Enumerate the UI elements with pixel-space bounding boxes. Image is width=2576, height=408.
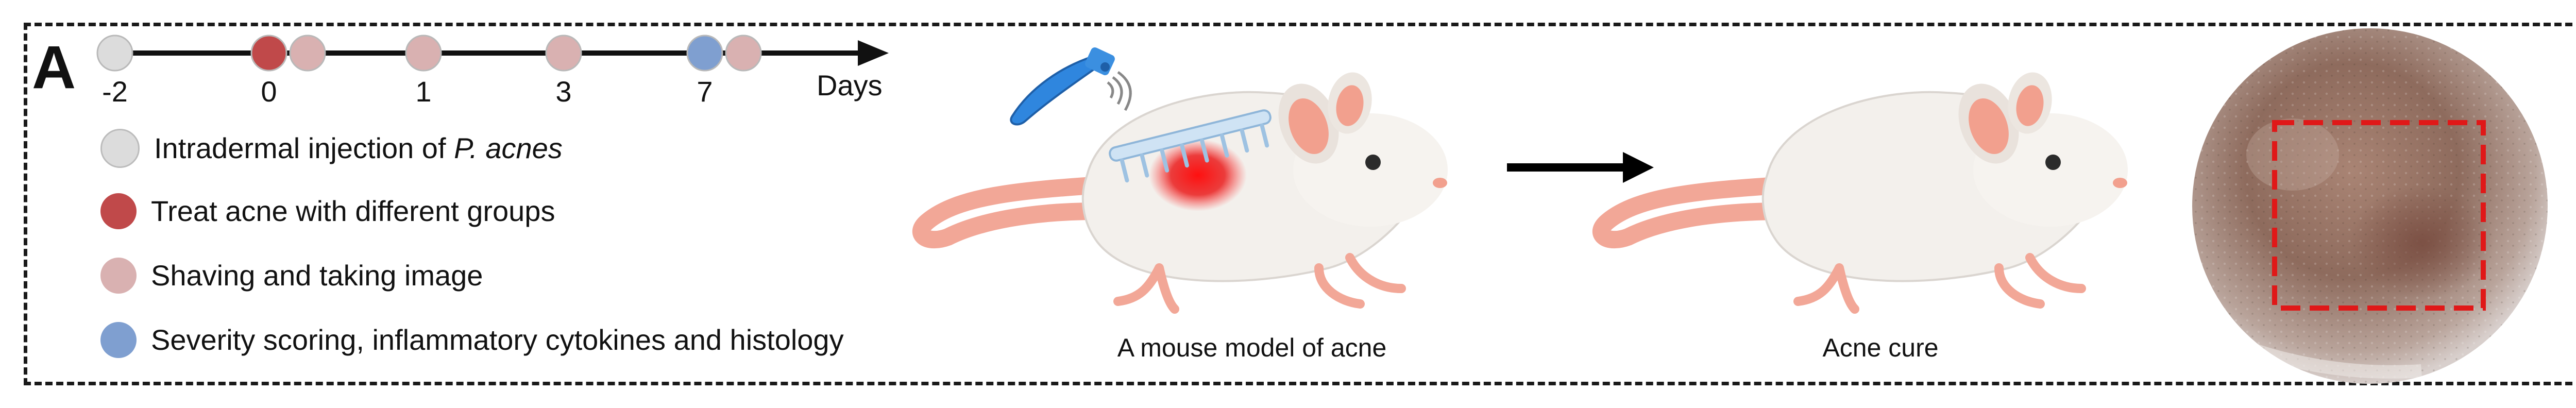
panel-label: A — [32, 33, 76, 101]
skin-photo — [2192, 28, 2548, 384]
legend-label: Treat acne with different groups — [151, 195, 555, 227]
timeline-dot-score — [686, 35, 723, 72]
tick-label: 1 — [415, 75, 432, 108]
legend-label: Shaving and taking image — [151, 259, 483, 292]
dashed-frame — [24, 23, 2576, 385]
timeline-dot-treat — [250, 35, 287, 72]
days-label: Days — [817, 69, 883, 101]
legend-label: Intradermal injection of P. acnes — [154, 132, 563, 164]
caption-acne-cure: Acne cure — [1822, 333, 1939, 362]
timeline-dot-shave — [725, 35, 762, 72]
tick-label: 3 — [555, 75, 572, 108]
timeline-dot-shave — [545, 35, 582, 72]
legend-item-injection: Intradermal injection of P. acnes — [100, 129, 563, 168]
roi-dashed-box — [2272, 120, 2486, 311]
legend-item-score: Severity scoring, inflammatory cytokines… — [100, 322, 844, 358]
caption-mouse-model: A mouse model of acne — [1117, 333, 1387, 362]
applicator-icon — [1010, 47, 1132, 126]
legend-label: Severity scoring, inflammatory cytokines… — [151, 324, 844, 356]
legend-swatch — [100, 193, 137, 229]
timeline-dot-injection — [96, 35, 133, 72]
legend-item-treat: Treat acne with different groups — [100, 193, 555, 229]
legend-swatch — [100, 258, 137, 294]
arrow-right-icon — [1507, 152, 1654, 183]
legend-swatch — [100, 322, 137, 358]
timeline-arrowhead — [858, 40, 889, 66]
tick-label: -2 — [102, 75, 128, 108]
healthy-mouse — [1592, 72, 2128, 314]
legend-item-shave: Shaving and taking image — [100, 258, 483, 294]
tick-label: 0 — [261, 75, 277, 108]
timeline-events — [96, 35, 762, 72]
legend-swatch — [100, 129, 140, 168]
tick-label: 7 — [697, 75, 713, 108]
timeline-dot-shave — [405, 35, 442, 72]
timeline-dot-shave — [289, 35, 326, 72]
mouse-with-microneedle-patch — [912, 72, 1448, 314]
